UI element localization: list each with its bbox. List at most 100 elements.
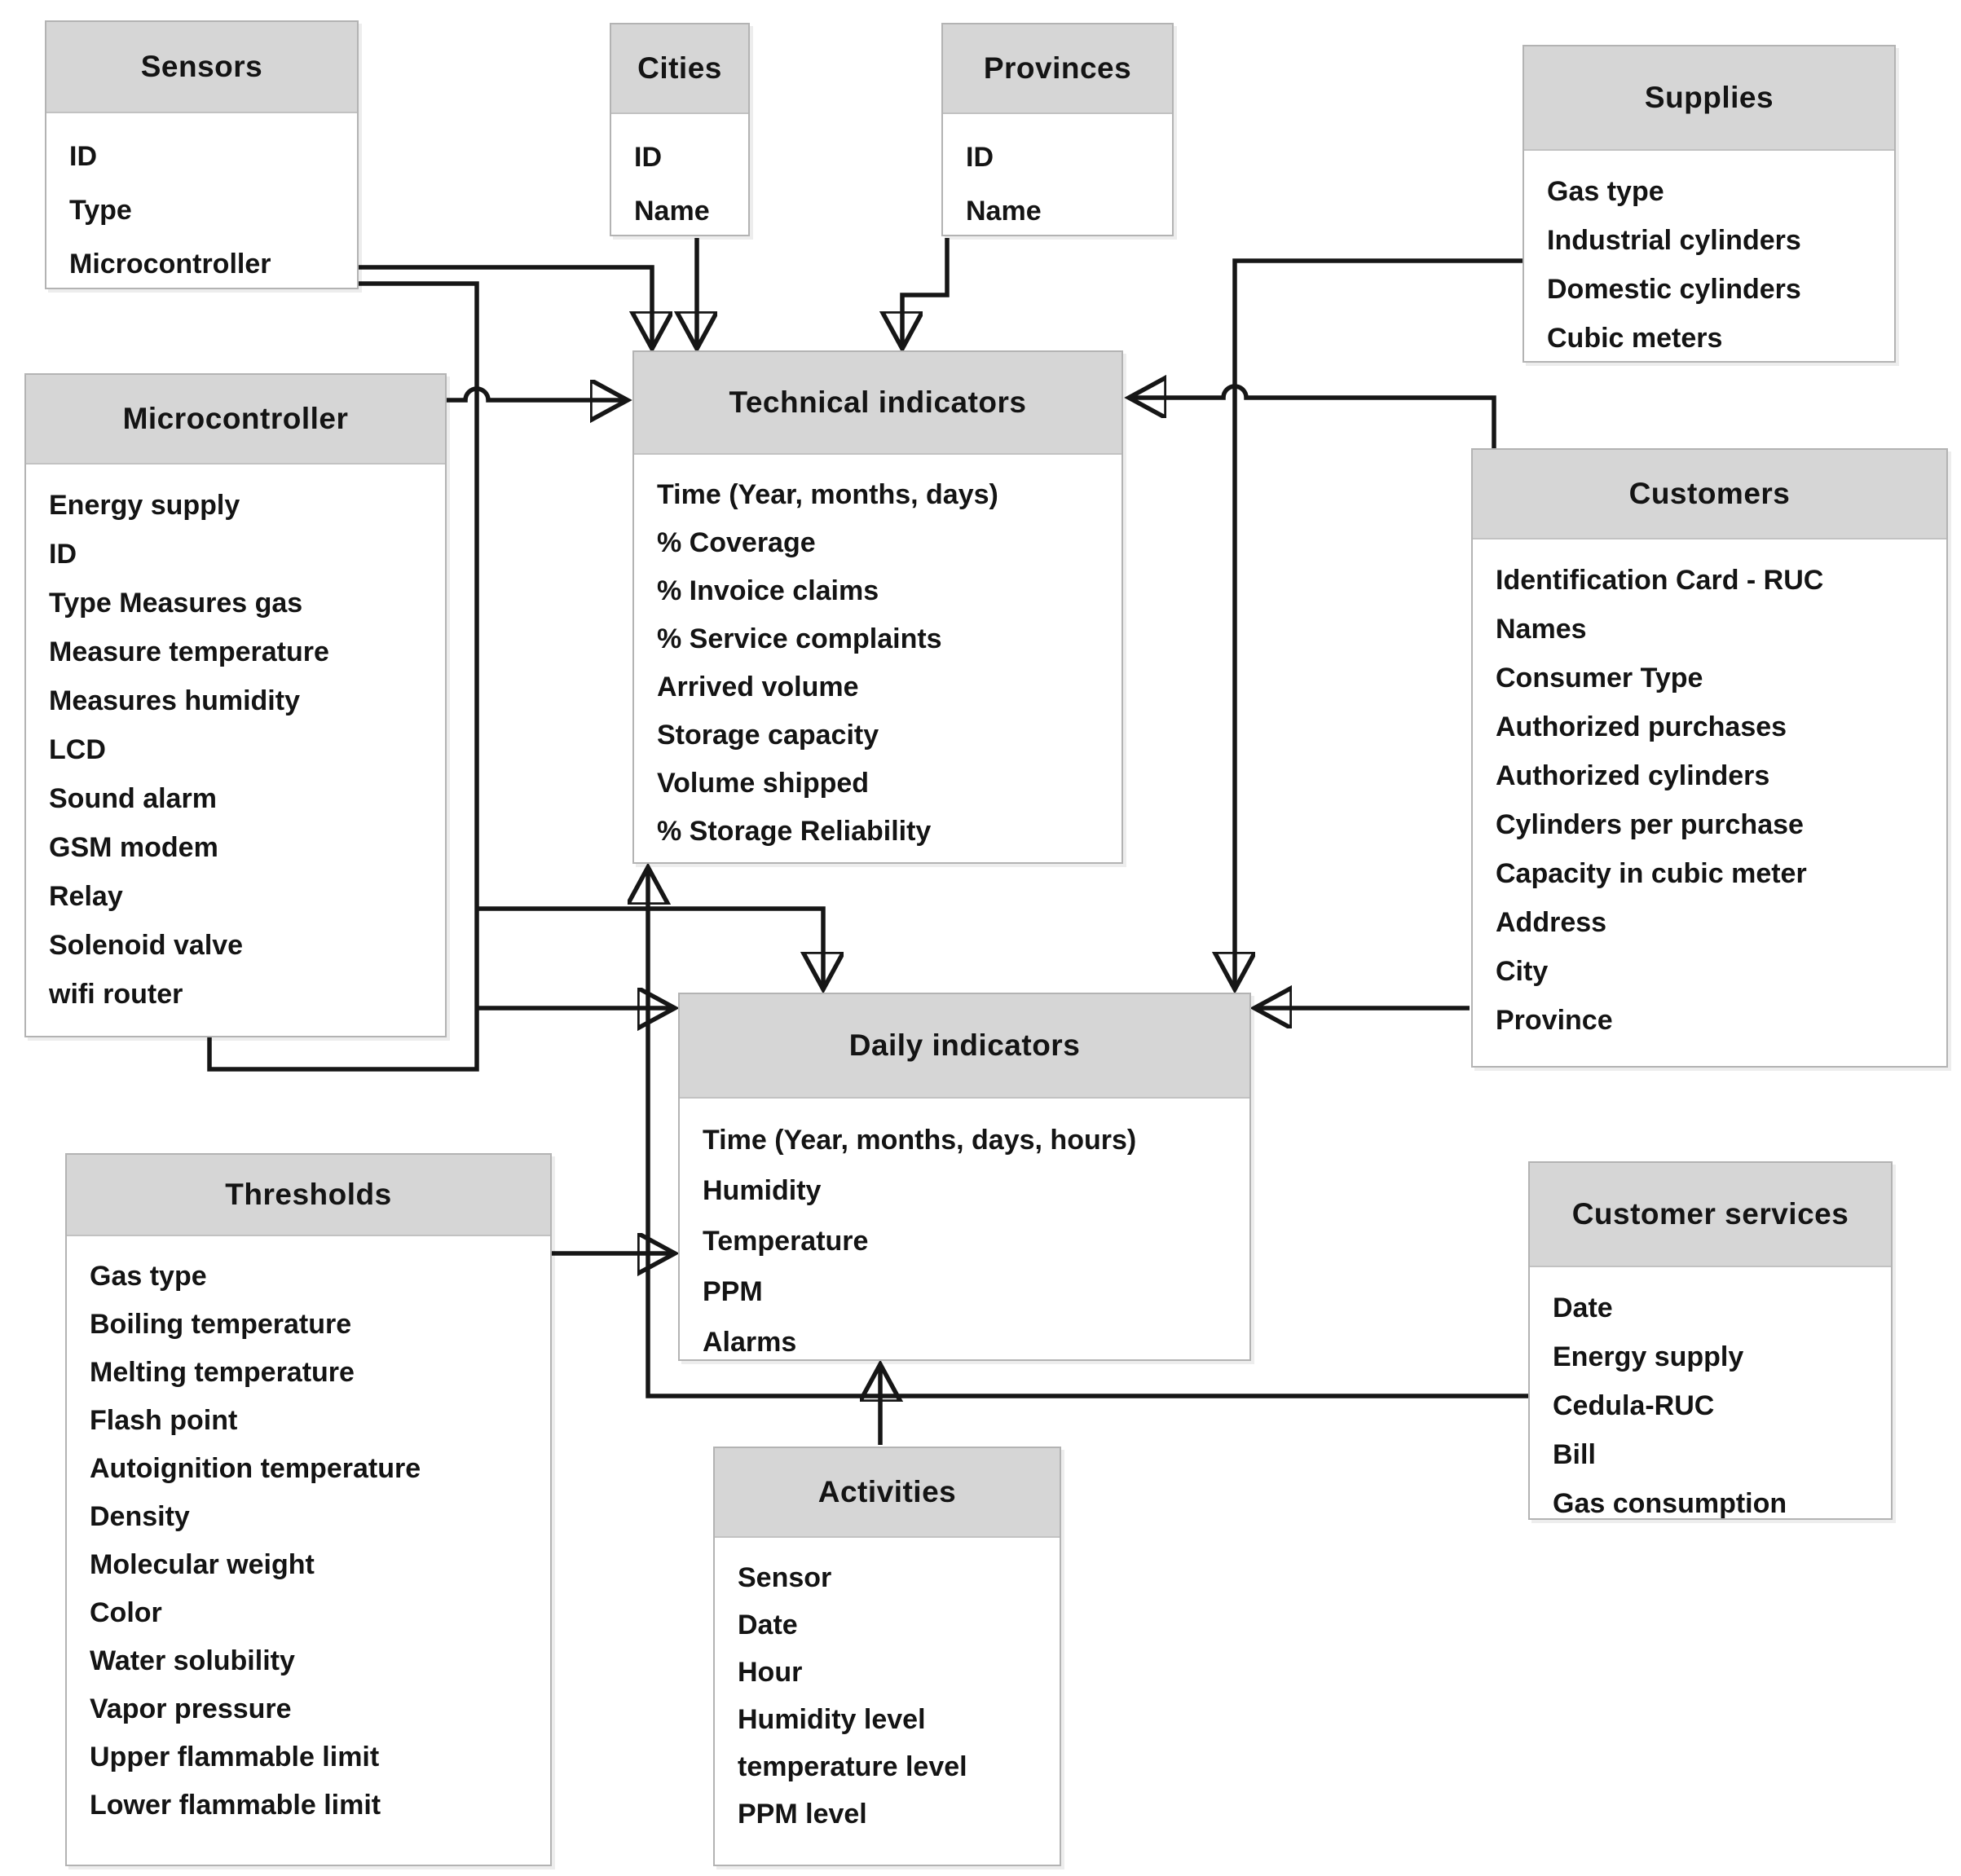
field: Cylinders per purchase <box>1496 809 1804 840</box>
field: Type Measures gas <box>49 588 303 619</box>
entity-provinces: Provinces ID Name <box>941 23 1174 236</box>
entity-fields: ID Name <box>943 114 1172 244</box>
connector-sensors-to-technical-indicators <box>359 265 652 346</box>
field: ID <box>634 142 662 173</box>
field: Gas type <box>1547 176 1664 207</box>
field: Sensor <box>738 1562 832 1593</box>
field: Authorized cylinders <box>1496 760 1770 791</box>
field: ID <box>966 142 994 173</box>
entity-title: Supplies <box>1524 46 1894 151</box>
field: Industrial cylinders <box>1547 225 1801 256</box>
field: Hour <box>738 1657 803 1688</box>
entity-title: Customer services <box>1530 1163 1891 1267</box>
field: Name <box>634 196 710 227</box>
field: Flash point <box>90 1405 238 1436</box>
field: Density <box>90 1501 190 1532</box>
field: Cubic meters <box>1547 323 1723 354</box>
entity-technical-indicators: Technical indicators Time (Year, months,… <box>632 350 1123 864</box>
field: Microcontroller <box>69 249 271 280</box>
field: Time (Year, months, days) <box>657 479 998 510</box>
field: Identification Card - RUC <box>1496 565 1824 596</box>
field: temperature level <box>738 1751 967 1782</box>
field: Type <box>69 195 132 226</box>
field: Sound alarm <box>49 783 217 814</box>
field: Time (Year, months, days, hours) <box>703 1125 1137 1156</box>
entity-customers: Customers Identification Card - RUC Names… <box>1471 448 1948 1068</box>
field: Autoignition temperature <box>90 1453 421 1484</box>
entity-title: Customers <box>1473 450 1946 539</box>
field: wifi router <box>49 979 183 1010</box>
entity-title: Technical indicators <box>634 352 1122 455</box>
field: % Invoice claims <box>657 575 879 606</box>
entity-title: Thresholds <box>67 1155 550 1236</box>
field: Bill <box>1553 1439 1596 1470</box>
field: Names <box>1496 614 1587 645</box>
field: Energy supply <box>49 490 240 521</box>
field: Alarms <box>703 1327 797 1358</box>
field: Storage capacity <box>657 720 879 751</box>
field: Solenoid valve <box>49 930 244 961</box>
entity-title: Cities <box>611 24 748 114</box>
field: % Storage Reliability <box>657 816 932 847</box>
field: Name <box>966 196 1042 227</box>
entity-fields: Time (Year, months, days, hours) Humidity… <box>680 1099 1249 1374</box>
field: Date <box>1553 1293 1613 1323</box>
field: LCD <box>49 734 106 765</box>
field: ID <box>49 539 77 570</box>
field: Gas consumption <box>1553 1488 1787 1519</box>
field: Capacity in cubic meter <box>1496 858 1807 889</box>
entity-title: Sensors <box>46 22 357 113</box>
field: Arrived volume <box>657 672 859 702</box>
field: Lower flammable limit <box>90 1790 381 1821</box>
entity-title: Provinces <box>943 24 1172 114</box>
field: Humidity level <box>738 1704 926 1735</box>
entity-title: Daily indicators <box>680 994 1249 1099</box>
field: Domestic cylinders <box>1547 274 1801 305</box>
field: % Coverage <box>657 527 816 558</box>
entity-fields: ID Name <box>611 114 748 244</box>
connector-provinces-to-technical-indicators <box>902 238 950 346</box>
entity-title: Microcontroller <box>26 375 445 465</box>
field: Date <box>738 1610 798 1640</box>
field: PPM <box>703 1276 763 1307</box>
entity-cities: Cities ID Name <box>610 23 750 236</box>
entity-title: Activities <box>715 1448 1060 1538</box>
entity-daily-indicators: Daily indicators Time (Year, months, day… <box>678 993 1251 1361</box>
field: % Service complaints <box>657 623 942 654</box>
connector-customers-to-technical-indicators <box>1132 386 1496 450</box>
field: ID <box>69 141 97 172</box>
field: Energy supply <box>1553 1341 1744 1372</box>
field: City <box>1496 956 1549 987</box>
field: Vapor pressure <box>90 1693 292 1724</box>
field: Water solubility <box>90 1645 295 1676</box>
field: Melting temperature <box>90 1357 355 1388</box>
field: Province <box>1496 1005 1613 1036</box>
field: Molecular weight <box>90 1549 315 1580</box>
field: Volume shipped <box>657 768 870 799</box>
field: Color <box>90 1597 162 1628</box>
field: GSM modem <box>49 832 218 863</box>
field: Measure temperature <box>49 636 329 667</box>
field: Temperature <box>703 1226 869 1257</box>
field: Gas type <box>90 1261 207 1292</box>
field: Authorized purchases <box>1496 711 1787 742</box>
field: Address <box>1496 907 1607 938</box>
field: Humidity <box>703 1175 822 1206</box>
field: Cedula-RUC <box>1553 1390 1715 1421</box>
field: PPM level <box>738 1799 867 1830</box>
field: Upper flammable limit <box>90 1742 380 1773</box>
field: Boiling temperature <box>90 1309 352 1340</box>
